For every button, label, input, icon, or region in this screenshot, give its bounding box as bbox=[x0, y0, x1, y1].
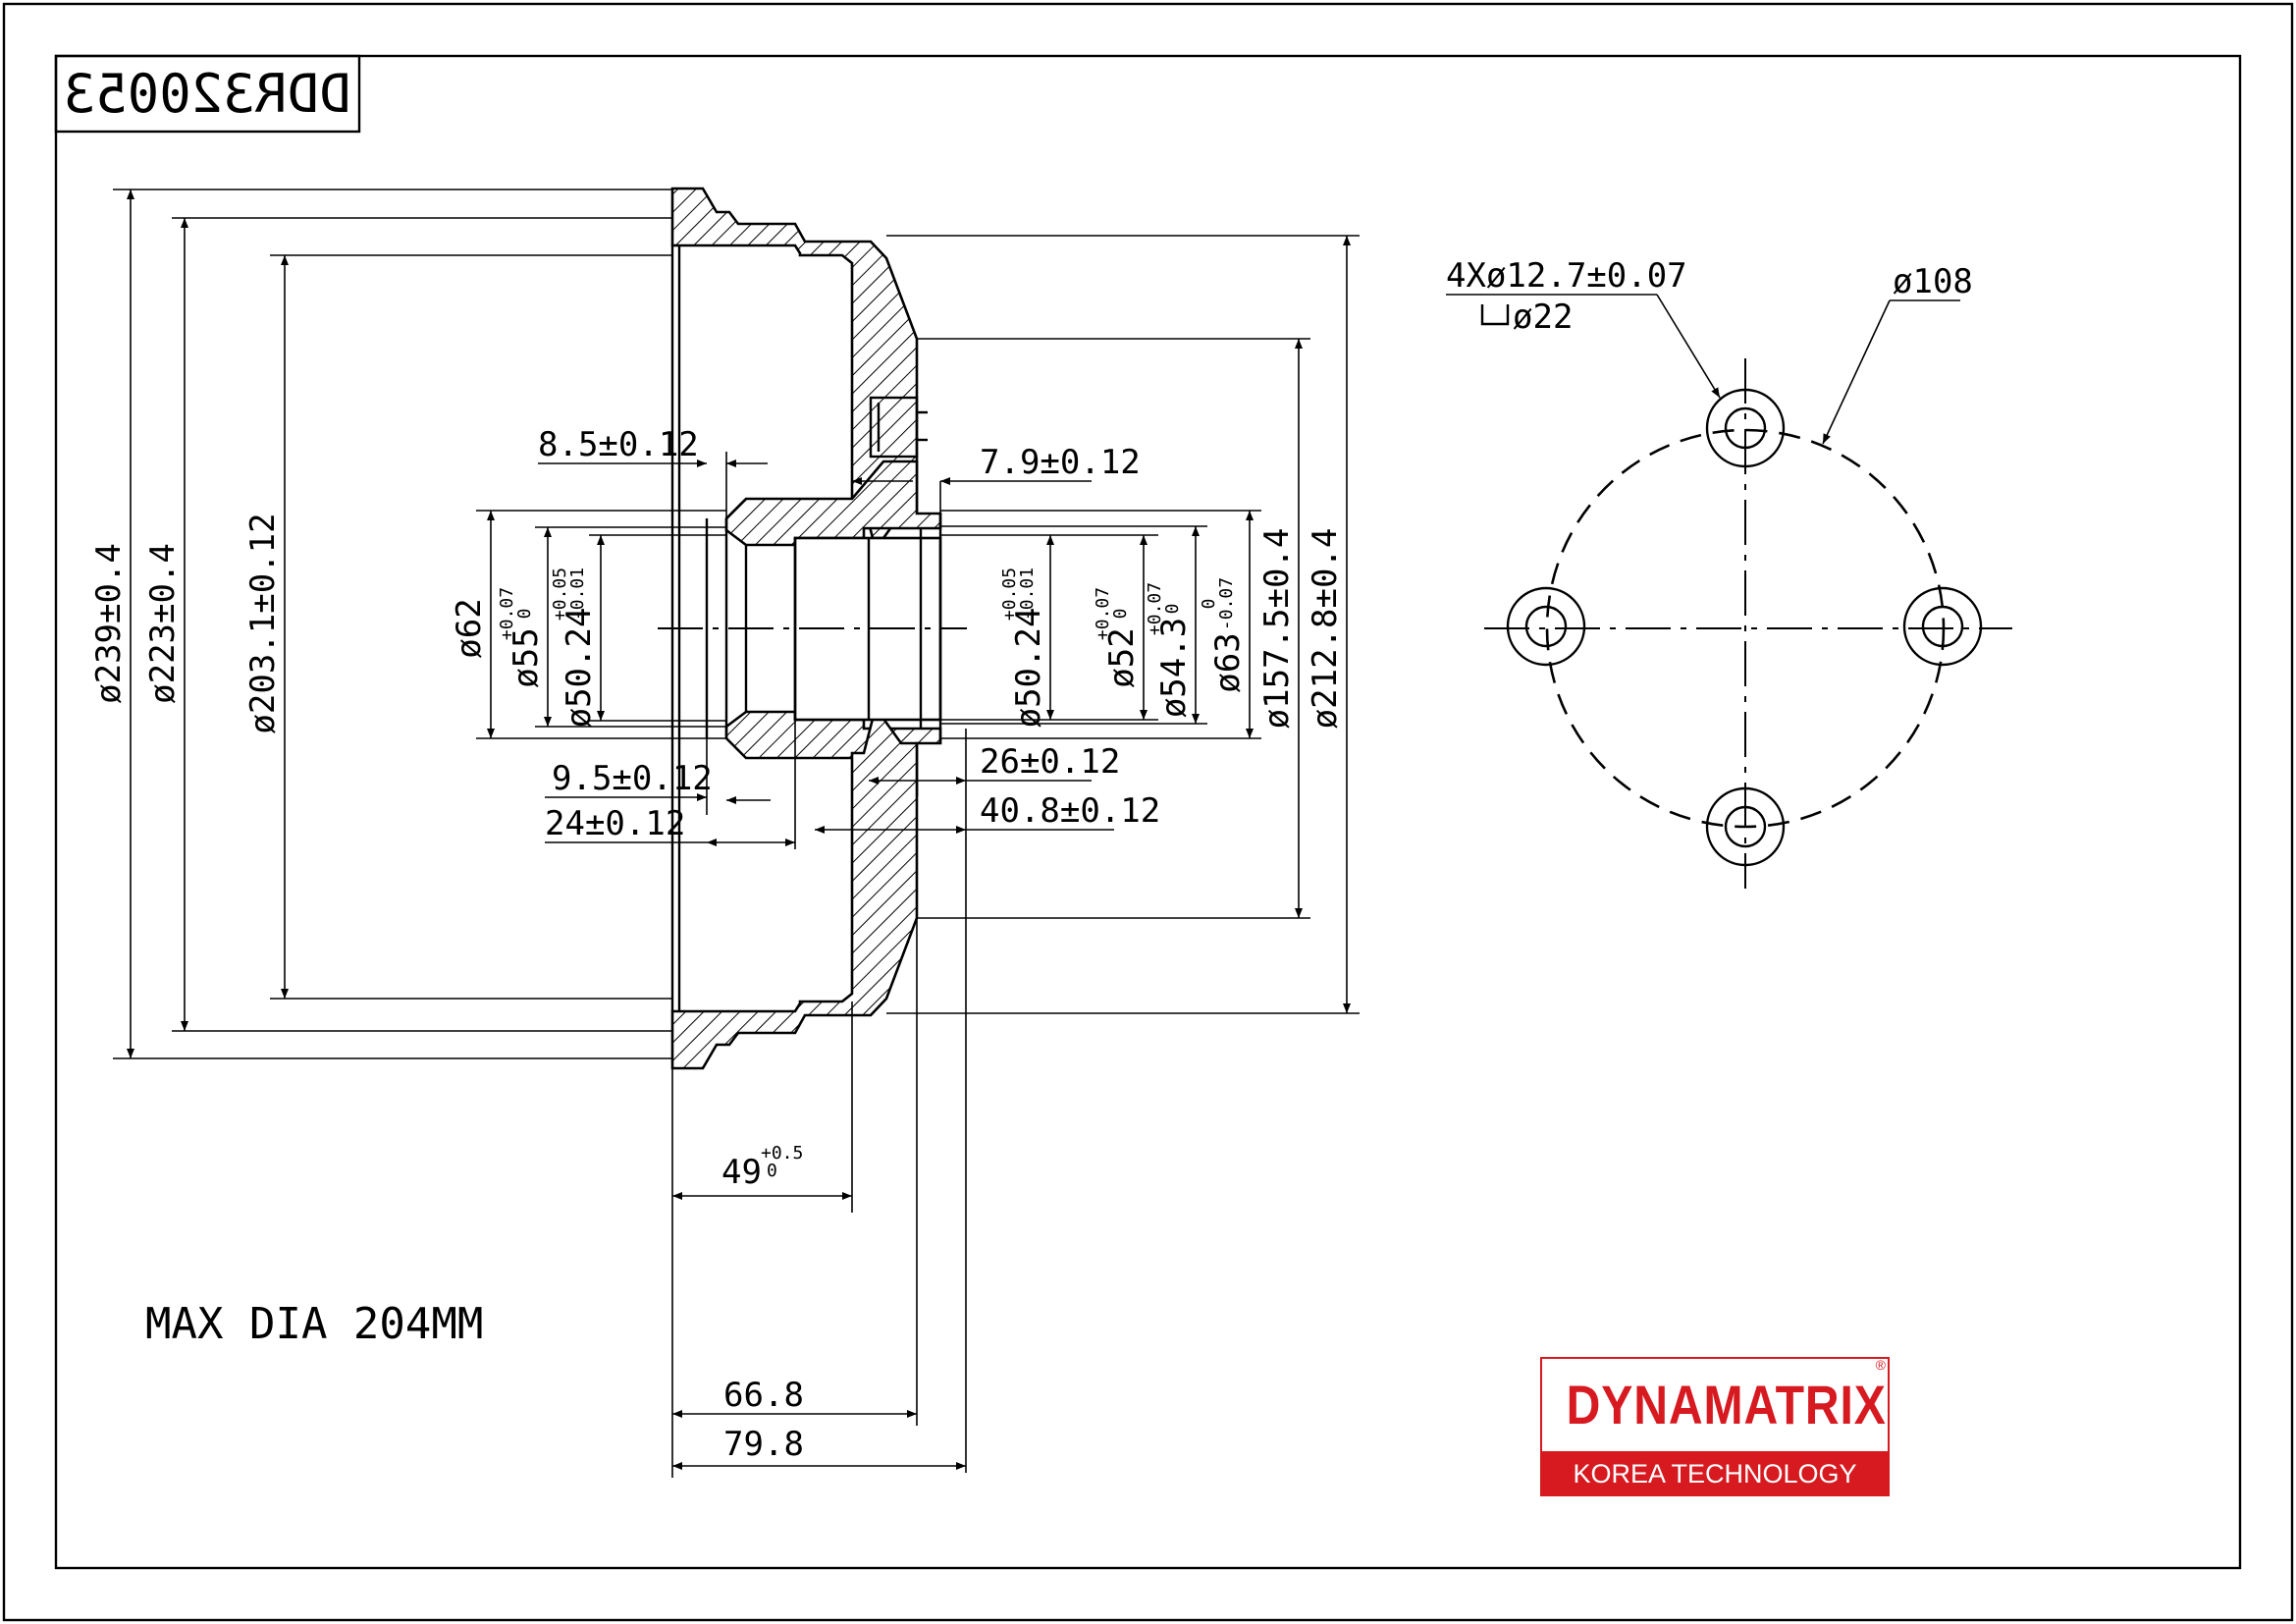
counterbore-callout: ø22 bbox=[1513, 298, 1573, 337]
dim-d55-tol-upper: +0.07 bbox=[497, 587, 517, 640]
inner-border bbox=[54, 54, 2242, 1570]
dim-d62: ø62 bbox=[450, 598, 489, 658]
dim-d50-left-tol-lower: -0.01 bbox=[567, 568, 588, 621]
dim-d50-right-tol-lower: -0.01 bbox=[1017, 568, 1038, 621]
dim-d50-right: ø50.24 bbox=[1009, 608, 1048, 729]
diameter-dimension-lines bbox=[127, 189, 1351, 1058]
bolt-hole-left bbox=[1506, 586, 1586, 667]
counterbore-icon bbox=[1480, 304, 1510, 326]
dim-d55-tol-lower: 0 bbox=[514, 609, 535, 620]
dim-d50-right-tol-upper: +0.05 bbox=[999, 568, 1020, 621]
dim-d52-tol-lower: 0 bbox=[1110, 609, 1131, 620]
registered-mark: ® bbox=[1875, 1357, 1886, 1373]
max-diameter-note: MAX DIA 204MM bbox=[145, 1299, 483, 1349]
dim-h49: 49 bbox=[721, 1153, 762, 1192]
bolt-hole-right bbox=[1902, 586, 1983, 667]
dim-t85: 8.5±0.12 bbox=[538, 425, 699, 464]
dim-d203: ø203.1±0.12 bbox=[243, 513, 283, 733]
dim-d63-tol-lower: -0.07 bbox=[1216, 577, 1237, 630]
diameter-labels: ø239±0.4 ø223±0.4 ø203.1±0.12 ø62 ø55 +0… bbox=[89, 513, 1345, 733]
dim-d223: ø223±0.4 bbox=[143, 543, 183, 704]
linear-labels: 8.5±0.12 7.9±0.12 9.5±0.12 24±0.12 26±0.… bbox=[538, 425, 1160, 1464]
dim-t79: 7.9±0.12 bbox=[980, 443, 1141, 482]
dim-d239: ø239±0.4 bbox=[89, 543, 129, 704]
dim-t26: 26±0.12 bbox=[980, 742, 1120, 782]
dim-d63: ø63 bbox=[1208, 632, 1248, 692]
dim-d52-tol-upper: +0.07 bbox=[1093, 587, 1113, 640]
holes-callout: 4Xø12.7±0.07 bbox=[1446, 256, 1687, 296]
dim-d55: ø55 bbox=[507, 627, 546, 687]
dim-d54-tol-lower: 0 bbox=[1162, 604, 1183, 615]
part-number: DDR320053 bbox=[64, 63, 351, 125]
dim-d157: ø157.5±0.4 bbox=[1257, 528, 1297, 730]
dim-h49-tol-lower: 0 bbox=[767, 1161, 777, 1181]
bolt-pattern-view bbox=[1446, 294, 2012, 889]
dim-d54: ø54.3 bbox=[1154, 618, 1194, 718]
brand-tagline: KOREA TECHNOLOGY bbox=[1540, 1451, 1890, 1496]
dim-d52: ø52 bbox=[1102, 627, 1142, 687]
dim-l668: 66.8 bbox=[723, 1376, 804, 1415]
brand-name: DYNAMATRIX bbox=[1566, 1374, 1887, 1435]
bolt-hole-bottom bbox=[1705, 786, 1786, 867]
bolt-hole-top bbox=[1705, 388, 1786, 468]
dim-t95: 9.5±0.12 bbox=[552, 759, 713, 798]
pcd-callout: ø108 bbox=[1893, 262, 1973, 301]
dim-h49-tol-upper: +0.5 bbox=[761, 1143, 803, 1164]
brand-logo: DYNAMATRIX ® KOREA TECHNOLOGY bbox=[1540, 1357, 1890, 1496]
dim-d63-tol-upper: 0 bbox=[1199, 599, 1219, 610]
linear-dimension-lines bbox=[538, 460, 1114, 1470]
dim-d54-tol-upper: +0.07 bbox=[1145, 582, 1165, 635]
dim-t24: 24±0.12 bbox=[545, 804, 685, 843]
extension-lines bbox=[113, 189, 1360, 1478]
dim-d50-left-tol-upper: +0.05 bbox=[550, 568, 570, 621]
dim-l798: 79.8 bbox=[723, 1425, 804, 1464]
dim-t408: 40.8±0.12 bbox=[980, 791, 1160, 831]
brand-logo-top: DYNAMATRIX ® bbox=[1540, 1357, 1890, 1455]
part-number-box bbox=[54, 54, 361, 134]
dim-d50-left: ø50.24 bbox=[560, 608, 599, 729]
dim-d212: ø212.8±0.4 bbox=[1306, 528, 1345, 730]
